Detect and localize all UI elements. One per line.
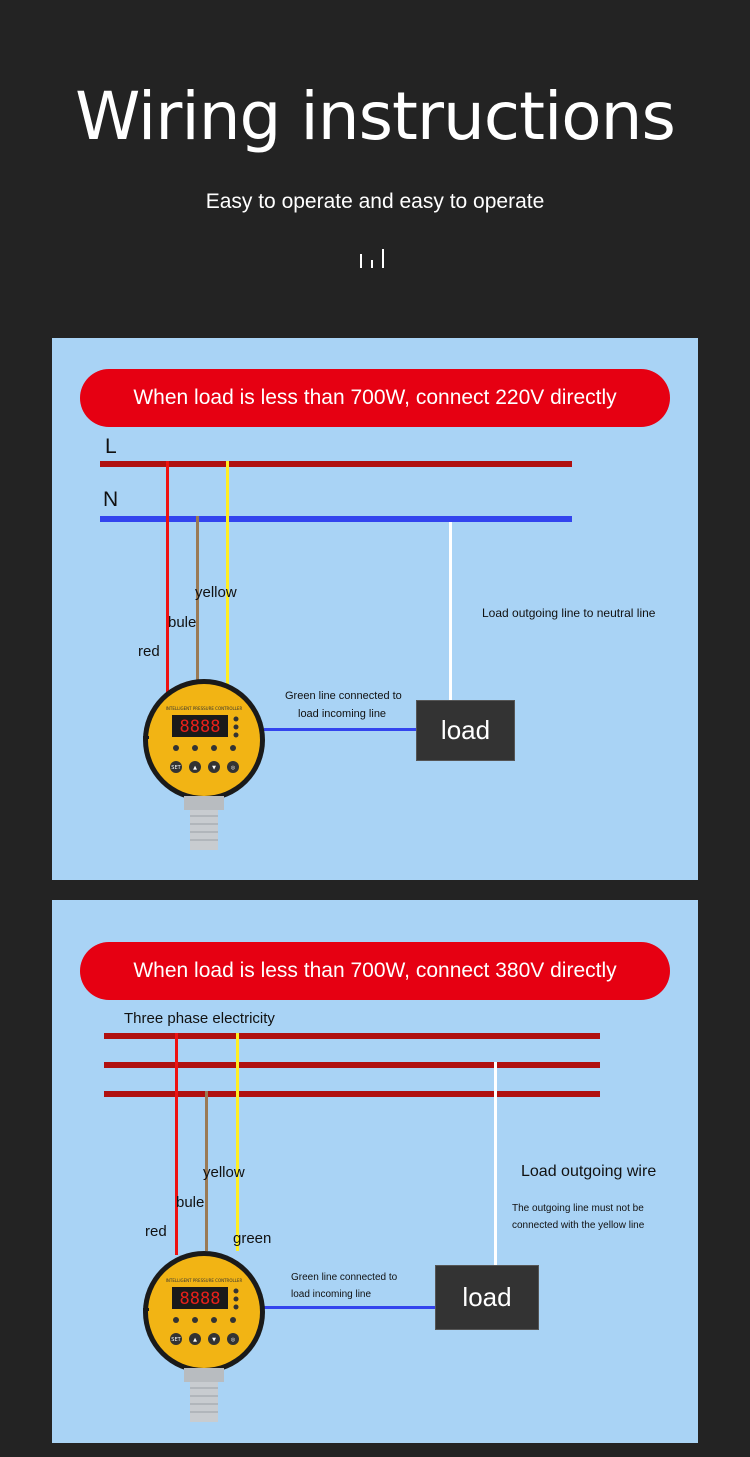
green-load-wire bbox=[264, 728, 416, 731]
page-subtitle: Easy to operate and easy to operate bbox=[205, 190, 545, 213]
page-title: Wiring instructions bbox=[75, 78, 676, 155]
wire-green-label: green bbox=[233, 1230, 272, 1247]
green-note-line-2: load incoming line bbox=[298, 708, 387, 720]
diagram-380v-panel: When load is less than 700W, connect 380… bbox=[52, 900, 698, 1443]
wire-bule-label: bule bbox=[168, 614, 197, 631]
yellow-wire bbox=[226, 461, 229, 686]
green-note-line-2: load incoming line bbox=[291, 1289, 372, 1300]
neutral-note: Load outgoing line to neutral line bbox=[482, 606, 656, 620]
three-phase-label: Three phase electricity bbox=[124, 1010, 275, 1027]
svg-text:◎: ◎ bbox=[231, 1337, 236, 1343]
brown-wire bbox=[205, 1091, 208, 1251]
phase-line-2 bbox=[104, 1062, 600, 1068]
device-display-digits: 8888 bbox=[180, 717, 221, 737]
green-load-wire bbox=[264, 1306, 436, 1309]
line-n-label: N bbox=[103, 488, 119, 511]
load-outgoing-wire bbox=[494, 1062, 497, 1265]
svg-text:SET: SET bbox=[171, 1337, 181, 1343]
phase-line-1 bbox=[104, 1033, 600, 1039]
neutral-return-wire bbox=[449, 522, 452, 700]
device-display-digits: 8888 bbox=[180, 1289, 221, 1309]
pressure-controller-device: INTELLIGENT PRESSURE CONTROLLER 8888 SET… bbox=[143, 1251, 265, 1422]
neutral-line bbox=[100, 516, 572, 522]
svg-text:▼: ▼ bbox=[212, 765, 216, 771]
svg-text:◎: ◎ bbox=[231, 765, 236, 771]
svg-text:▲: ▲ bbox=[193, 765, 197, 771]
green-note-line-1: Green line connected to bbox=[291, 1272, 398, 1283]
pressure-controller-device: INTELLIGENT PRESSURE CONTROLLER 8888 SET… bbox=[143, 679, 265, 850]
line-l-label: L bbox=[105, 435, 117, 458]
svg-text:▲: ▲ bbox=[193, 1337, 197, 1343]
outgoing-note-line-1: The outgoing line must not be bbox=[512, 1203, 644, 1214]
diagram-380v-banner: When load is less than 700W, connect 380… bbox=[80, 942, 670, 1000]
svg-text:SET: SET bbox=[171, 765, 181, 771]
red-wire bbox=[166, 461, 169, 693]
diagram-220v-banner: When load is less than 700W, connect 220… bbox=[80, 369, 670, 427]
yellow-wire bbox=[236, 1033, 239, 1251]
green-note-line-1: Green line connected to bbox=[285, 690, 402, 702]
wire-red-label: red bbox=[145, 1223, 167, 1240]
wire-red-label: red bbox=[138, 643, 160, 660]
diagram-220v-panel: When load is less than 700W, connect 220… bbox=[52, 338, 698, 880]
wire-bule-label: bule bbox=[176, 1194, 205, 1211]
phase-line-3 bbox=[104, 1091, 600, 1097]
device-brand-text: INTELLIGENT PRESSURE CONTROLLER bbox=[166, 1278, 243, 1283]
outgoing-note-line-2: connected with the yellow line bbox=[512, 1220, 645, 1231]
wire-yellow-label: yellow bbox=[203, 1164, 245, 1181]
brown-wire bbox=[196, 516, 199, 686]
red-wire bbox=[175, 1033, 178, 1255]
load-outgoing-title: Load outgoing wire bbox=[521, 1163, 657, 1180]
device-brand-text: INTELLIGENT PRESSURE CONTROLLER bbox=[166, 706, 243, 711]
load-box: load bbox=[416, 700, 515, 761]
live-line bbox=[100, 461, 572, 467]
load-box: load bbox=[435, 1265, 539, 1330]
svg-text:▼: ▼ bbox=[212, 1337, 216, 1343]
wire-yellow-label: yellow bbox=[195, 584, 237, 601]
divider-ornament-icon bbox=[360, 249, 384, 268]
